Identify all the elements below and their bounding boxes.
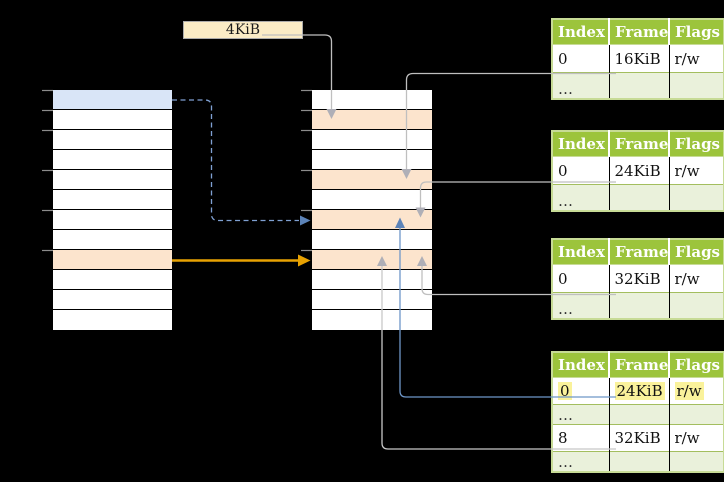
column-header-frame: Frame bbox=[609, 352, 670, 378]
memory-row-12 bbox=[53, 310, 172, 330]
table-row: 0 24KiB r/w bbox=[552, 377, 724, 405]
table-cell bbox=[609, 72, 670, 99]
table-cell: … bbox=[552, 451, 610, 472]
arrowhead-right-icon bbox=[300, 215, 311, 226]
memory-row-8 bbox=[312, 230, 432, 250]
column-header-flags: Flags bbox=[669, 131, 724, 157]
memory-row-9 bbox=[53, 250, 172, 270]
table-cell: r/w bbox=[669, 156, 724, 185]
table-cell: r/w bbox=[669, 44, 724, 73]
table-cell: 0 bbox=[552, 44, 610, 73]
table-row: … bbox=[552, 184, 724, 211]
table-cell: … bbox=[552, 292, 610, 319]
table-cell: 0 bbox=[552, 264, 610, 293]
arrow-virtual-to-physical-orange bbox=[172, 254, 311, 267]
memory-row-12 bbox=[312, 310, 432, 330]
arrow-virtual-to-physical-dashed bbox=[172, 99, 311, 226]
table-cell: 0 bbox=[552, 377, 610, 405]
memory-row-4 bbox=[53, 150, 172, 170]
table-cell: 24KiB bbox=[609, 377, 670, 405]
table-cell: r/w bbox=[669, 264, 724, 293]
highlighted-value: 24KiB bbox=[614, 382, 665, 400]
table-cell: … bbox=[552, 72, 610, 99]
memory-row-11 bbox=[53, 290, 172, 310]
table-cell: 8 bbox=[552, 424, 610, 452]
table-cell bbox=[669, 292, 724, 319]
table-row: … bbox=[552, 292, 724, 319]
memory-row-7 bbox=[53, 210, 172, 230]
column-header-index: Index bbox=[552, 19, 610, 45]
table-row: … bbox=[552, 404, 724, 425]
table-cell: … bbox=[552, 404, 610, 425]
column-header-flags: Flags bbox=[669, 239, 724, 265]
memory-row-7 bbox=[312, 210, 432, 230]
column-header-flags: Flags bbox=[669, 19, 724, 45]
memory-row-10 bbox=[53, 270, 172, 290]
memory-row-1 bbox=[53, 90, 172, 110]
table-cell: r/w bbox=[669, 424, 724, 452]
table-cell bbox=[609, 451, 670, 472]
memory-row-2 bbox=[53, 110, 172, 130]
table-cell: … bbox=[552, 184, 610, 211]
column-header-index: Index bbox=[552, 131, 610, 157]
memory-row-11 bbox=[312, 290, 432, 310]
table-cell: 32KiB bbox=[609, 264, 670, 293]
table-row: … bbox=[552, 451, 724, 472]
page-size-label: 4KiB bbox=[183, 21, 303, 39]
memory-row-5 bbox=[53, 170, 172, 190]
table-cell bbox=[609, 292, 670, 319]
table-cell bbox=[669, 184, 724, 211]
table-cell: 0 bbox=[552, 156, 610, 185]
table-cell bbox=[669, 404, 724, 425]
memory-row-4 bbox=[312, 150, 432, 170]
table-cell: 16KiB bbox=[609, 44, 670, 73]
table-row: … bbox=[552, 72, 724, 99]
column-header-frame: Frame bbox=[609, 19, 670, 45]
column-header-frame: Frame bbox=[609, 131, 670, 157]
arrowhead-right-icon bbox=[298, 254, 311, 267]
table-cell bbox=[669, 451, 724, 472]
column-header-index: Index bbox=[552, 352, 610, 378]
memory-row-5 bbox=[312, 170, 432, 190]
table-cell: 24KiB bbox=[609, 156, 670, 185]
virtual-memory-stack bbox=[52, 89, 173, 331]
memory-row-6 bbox=[312, 190, 432, 210]
table-cell bbox=[609, 184, 670, 211]
table-cell: r/w bbox=[669, 377, 724, 405]
table-cell bbox=[609, 404, 670, 425]
column-header-index: Index bbox=[552, 239, 610, 265]
memory-row-8 bbox=[53, 230, 172, 250]
table-cell bbox=[669, 72, 724, 99]
memory-row-6 bbox=[53, 190, 172, 210]
memory-row-3 bbox=[312, 130, 432, 150]
memory-row-10 bbox=[312, 270, 432, 290]
highlighted-value: r/w bbox=[674, 382, 704, 400]
highlighted-value: 0 bbox=[558, 382, 572, 400]
memory-row-9 bbox=[312, 250, 432, 270]
column-header-flags: Flags bbox=[669, 352, 724, 378]
memory-row-2 bbox=[312, 110, 432, 130]
column-header-frame: Frame bbox=[609, 239, 670, 265]
table-cell: 32KiB bbox=[609, 424, 670, 452]
memory-row-1 bbox=[312, 90, 432, 110]
physical-memory-stack bbox=[311, 89, 433, 331]
memory-row-3 bbox=[53, 130, 172, 150]
